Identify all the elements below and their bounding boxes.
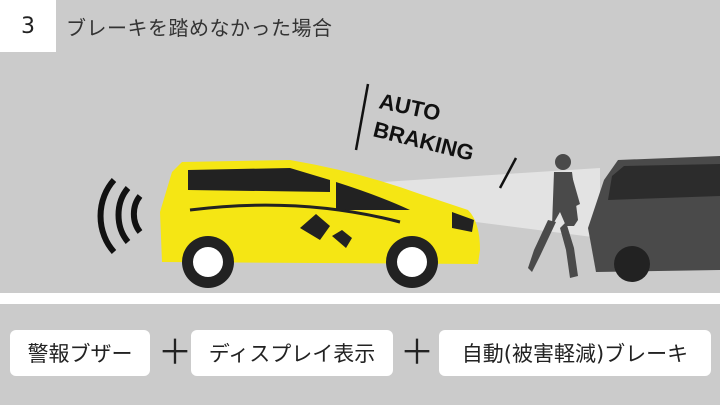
pedestrian-figure	[528, 154, 580, 278]
warning-buzzer-label: 警報ブザー	[10, 330, 150, 376]
feature-summary: 警報ブザー ＋ ディスプレイ表示 ＋ 自動(被害軽減)ブレーキ	[0, 328, 720, 380]
header: 3 ブレーキを踏めなかった場合	[0, 0, 720, 52]
yellow-car	[160, 160, 480, 288]
plus-sign-2: ＋	[400, 333, 434, 373]
step-number-badge: 3	[0, 0, 56, 52]
road-line	[0, 293, 720, 304]
sound-waves-icon	[97, 177, 143, 255]
sensor-beam	[352, 168, 600, 238]
sign-line-2: BRAKING	[371, 117, 477, 166]
display-indicator-label: ディスプレイ表示	[191, 330, 393, 376]
page-title: ブレーキを踏めなかった場合	[66, 16, 333, 40]
dark-car	[588, 156, 720, 282]
plus-sign-1: ＋	[158, 333, 192, 373]
auto-braking-sign: AUTO BRAKING	[354, 83, 518, 189]
auto-brake-label: 自動(被害軽減)ブレーキ	[439, 330, 711, 376]
